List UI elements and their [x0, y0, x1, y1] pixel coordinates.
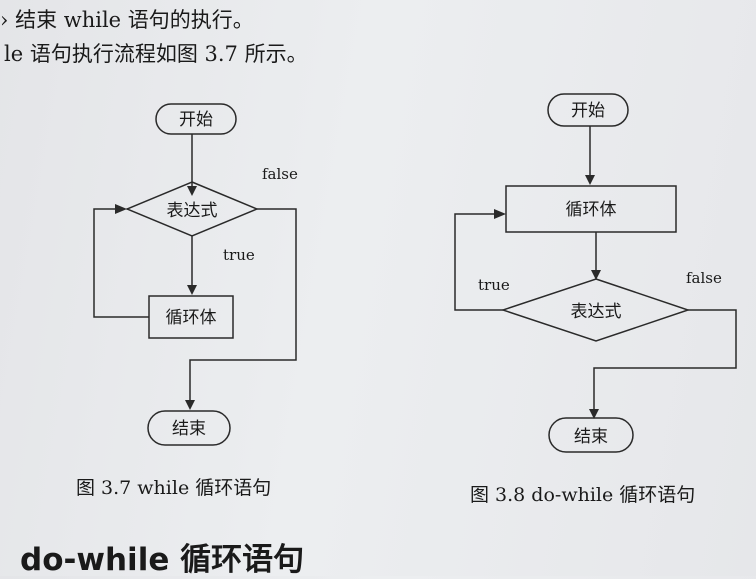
start-label: 开始 — [571, 101, 605, 121]
loop-back-line — [454, 213, 503, 311]
loop-body-box — [505, 185, 677, 233]
end-terminal — [548, 417, 634, 453]
false-branch-line — [189, 208, 297, 402]
arrow-head — [494, 209, 506, 219]
condition-label: 表达式 — [167, 201, 218, 221]
arrow-head — [589, 409, 599, 419]
end-label: 结束 — [172, 419, 206, 439]
arrow-head — [115, 204, 127, 214]
true-label: true — [478, 276, 510, 294]
end-terminal — [147, 410, 231, 446]
body-text-line-2: le 语句执行流程如图 3.7 所示。 — [4, 42, 308, 66]
start-label: 开始 — [179, 110, 213, 130]
false-label: false — [686, 269, 722, 287]
start-terminal — [155, 103, 237, 135]
arrow-head — [185, 400, 195, 410]
condition-diamond — [500, 278, 691, 342]
figure-3-7-caption: 图 3.7 while 循环语句 — [76, 477, 272, 499]
condition-label: 表达式 — [571, 302, 622, 322]
arrow-head — [187, 285, 197, 295]
end-label: 结束 — [574, 427, 608, 447]
figure-3-8-caption: 图 3.8 do-while 循环语句 — [470, 484, 696, 506]
section-heading: do-while 循环语句 — [20, 542, 305, 578]
false-branch-line — [593, 309, 737, 412]
false-label: false — [262, 165, 298, 183]
arrow-head — [591, 270, 601, 280]
figure-3-8-do-while-flowchart: 开始 循环体 表达式 true false 结束 — [454, 93, 737, 453]
loop-body-label: 循环体 — [566, 200, 617, 220]
body-text-line-1: › 结束 while 语句的执行。 — [0, 8, 254, 32]
loop-back-line — [93, 208, 149, 318]
start-terminal — [547, 93, 629, 127]
figure-3-7-while-flowchart: 开始 表达式 true 循环体 false 结束 — [93, 103, 298, 446]
loop-body-label: 循环体 — [166, 308, 217, 328]
arrow-head — [187, 186, 197, 196]
arrow-head — [585, 175, 595, 185]
true-label: true — [223, 246, 255, 264]
